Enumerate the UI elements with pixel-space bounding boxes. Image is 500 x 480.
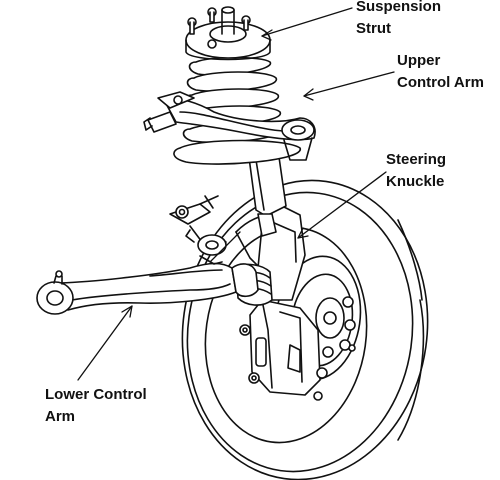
knuckle-pointer-line <box>209 231 241 263</box>
label-line: Lower Control <box>45 386 147 403</box>
knuckle-leader <box>297 171 387 239</box>
upper-control-arm <box>143 91 316 161</box>
label-line: Steering <box>386 151 447 168</box>
wheel-studs <box>322 296 356 358</box>
strut-body <box>247 149 287 237</box>
label-line: Arm <box>45 408 76 425</box>
label-lower-control-arm: Lower Control Arm <box>45 384 147 428</box>
label-line: Upper <box>397 52 441 69</box>
knuckle-arrowhead <box>297 227 309 239</box>
label-upper-control-arm: Upper Control Arm <box>397 50 484 94</box>
strut-leader <box>261 7 353 37</box>
lower-arm-leader <box>77 305 133 381</box>
label-line: Suspension <box>356 0 442 15</box>
lower-arm-arrowhead <box>121 305 133 318</box>
leader-lines <box>77 7 395 381</box>
mount-studs <box>187 7 251 49</box>
label-line: Strut <box>356 20 391 37</box>
label-steering-knuckle: Steering Knuckle <box>386 149 446 193</box>
brake-caliper <box>239 299 328 401</box>
upper-arm-leader <box>303 71 395 97</box>
label-line: Control Arm <box>397 74 484 91</box>
stabilizer-link <box>169 195 227 265</box>
label-suspension-strut: Suspension Strut <box>356 0 441 40</box>
strut-arrowhead <box>261 29 273 41</box>
strut-mount <box>185 6 271 61</box>
upper-arm-arrowhead <box>303 88 314 101</box>
label-line: Knuckle <box>386 173 445 190</box>
lower-control-arm <box>36 262 259 315</box>
